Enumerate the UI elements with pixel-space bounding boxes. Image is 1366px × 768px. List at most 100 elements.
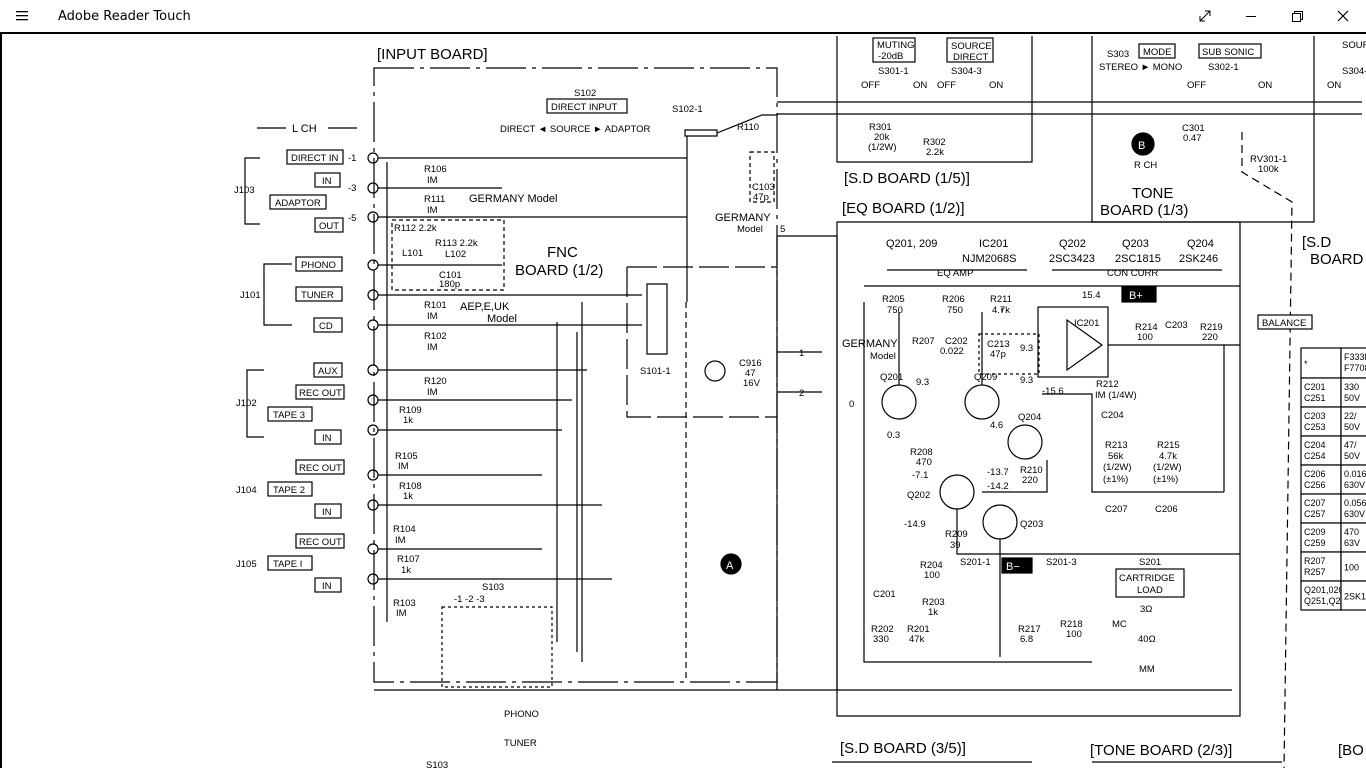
table-cell-text: Q201,0209 [1304,585,1349,595]
eq-component-labels: R205 750 R206 750 R211 4.7k GERMANY Mode… [842,290,1223,675]
r105-value: IM [398,461,409,472]
q203-header: Q203 [1122,238,1149,250]
c201-label: C201 [873,589,896,600]
bo-board-title: [BO [1338,742,1364,759]
j103-label: J103 [234,185,255,196]
r120-label: R120 [424,376,447,387]
marker-b [1131,132,1155,156]
r214-label: R214 [1135,322,1158,333]
motor-symbol [704,360,726,382]
q203-part: 2SC1815 [1115,253,1161,265]
r202-label: R202 [871,624,894,635]
r204-label: R204 [920,560,943,571]
table-cell-text: 630V [1344,509,1365,519]
s201-label: S201 [1139,557,1161,568]
table-cell-text: F333E [1344,352,1366,362]
r213-watt: (1/2W) [1103,462,1132,473]
fnc-board-outline [626,266,777,418]
fullscreen-button[interactable] [1182,0,1228,32]
on-label: ON [989,80,1003,91]
germany-model-2: Model [737,224,763,235]
c207-label: C207 [1105,504,1128,515]
r213-value: 56k [1108,451,1124,462]
c206-label: C206 [1155,504,1178,515]
c301-label: C301 [1182,123,1205,134]
r215-tolerance: (±1%) [1153,474,1178,485]
direct-input-label: DIRECT INPUT [551,102,618,113]
marker-b-label: B [1138,140,1145,152]
con-curr-label: CON CURR [1107,268,1158,279]
q201-transistor [881,384,917,420]
njm-header: NJM2068S [962,253,1016,265]
minimize-button[interactable] [1228,0,1274,32]
table-cell-text: C206 [1304,469,1326,479]
table-cell-text: C256 [1304,480,1326,490]
table-cell-text: R257 [1304,567,1326,577]
table-cell-text: C204 [1304,440,1326,450]
table-cell [1300,347,1342,379]
table-cell-text: 50V [1344,451,1360,461]
voltage-9-3c: 9.3 [1020,375,1033,386]
direct-in-label: DIRECT IN [291,153,338,164]
r213-tolerance: (±1%) [1103,474,1128,485]
r203-value: 1k [928,607,938,618]
net-label: 5 [780,224,785,235]
s304-label-right: S304-3 [1342,66,1366,77]
germany-label-3: GERMANY [842,338,898,350]
c213-label: C213 [987,339,1010,350]
c213-value: 47p [990,349,1006,360]
input-board-title: [INPUT BOARD] [377,46,488,63]
r301-watt: (1/2W) [868,142,897,153]
c916-voltage: 16V [743,378,761,389]
voltage-9-3a: 9.3 [916,377,929,388]
r205-label: R205 [882,294,905,305]
r201-label: R201 [907,624,930,635]
marker-a-label: A [726,560,734,572]
ohm-40-label: 40Ω [1138,634,1156,645]
q201-label: Q201 [880,372,903,383]
r108-value: 1k [403,491,413,502]
s101-switch [646,283,668,355]
close-button[interactable] [1320,0,1366,32]
aepe-model-label: Model [487,313,517,325]
eq-board-title: [EQ BOARD (1/2)] [842,200,965,217]
r205-value: 750 [887,305,903,316]
s303-label: S303 [1107,49,1129,60]
voltage-0-3: 0.3 [887,430,900,441]
ic201-header: IC201 [979,238,1008,250]
q204-transistor [1007,424,1043,460]
table-cell-text: 22/ [1344,411,1357,421]
mode-label: MODE [1143,47,1172,58]
table-cell [1300,377,1342,408]
phono-select-label: PHONO [504,709,539,720]
aepe-label: AEP,E,UK [460,301,510,313]
q201-header: Q201, 209 [886,238,937,250]
germany-model-3: Model [870,351,896,362]
hamburger-menu-button[interactable] [0,0,46,32]
voltage-4-6: 4.6 [990,420,1003,431]
table-cell [1340,551,1366,582]
r214-value: 100 [1137,332,1153,343]
restore-button[interactable] [1274,0,1320,32]
s302-label: S302-1 [1208,62,1239,73]
minimize-icon [1246,16,1256,17]
rec-out-2-label: REC OUT [299,463,342,474]
on-label: ON [913,80,927,91]
eq-header: Q201, 209 IC201 NJM2068S EQ AMP Q202 2SC… [886,238,1218,279]
source-label-right: SOURCE [1342,40,1366,51]
table-cell-text: 50V [1344,422,1360,432]
document-viewport[interactable]: [INPUT BOARD] L CH DIRECT IN IN ADAPTOR … [0,32,1366,768]
pin-0-label: 0 [849,399,854,410]
r217-value: 6.8 [1020,634,1033,645]
r302-value: 2.2k [926,147,944,158]
muting-label: MUTING [877,40,914,51]
germany-model-label: GERMANY Model [469,193,557,205]
r120-value: IM [427,387,438,398]
phono-label: PHONO [301,260,336,271]
jack-group-j104: REC OUT TAPE 2 IN J104 [236,459,345,519]
j105-label: J105 [236,559,257,570]
r211-value: 4.7k [992,305,1010,316]
hamburger-icon [16,11,28,21]
cartridge-load-label: LOAD [1137,585,1163,596]
table-cell-text: 0.056 [1344,498,1366,508]
